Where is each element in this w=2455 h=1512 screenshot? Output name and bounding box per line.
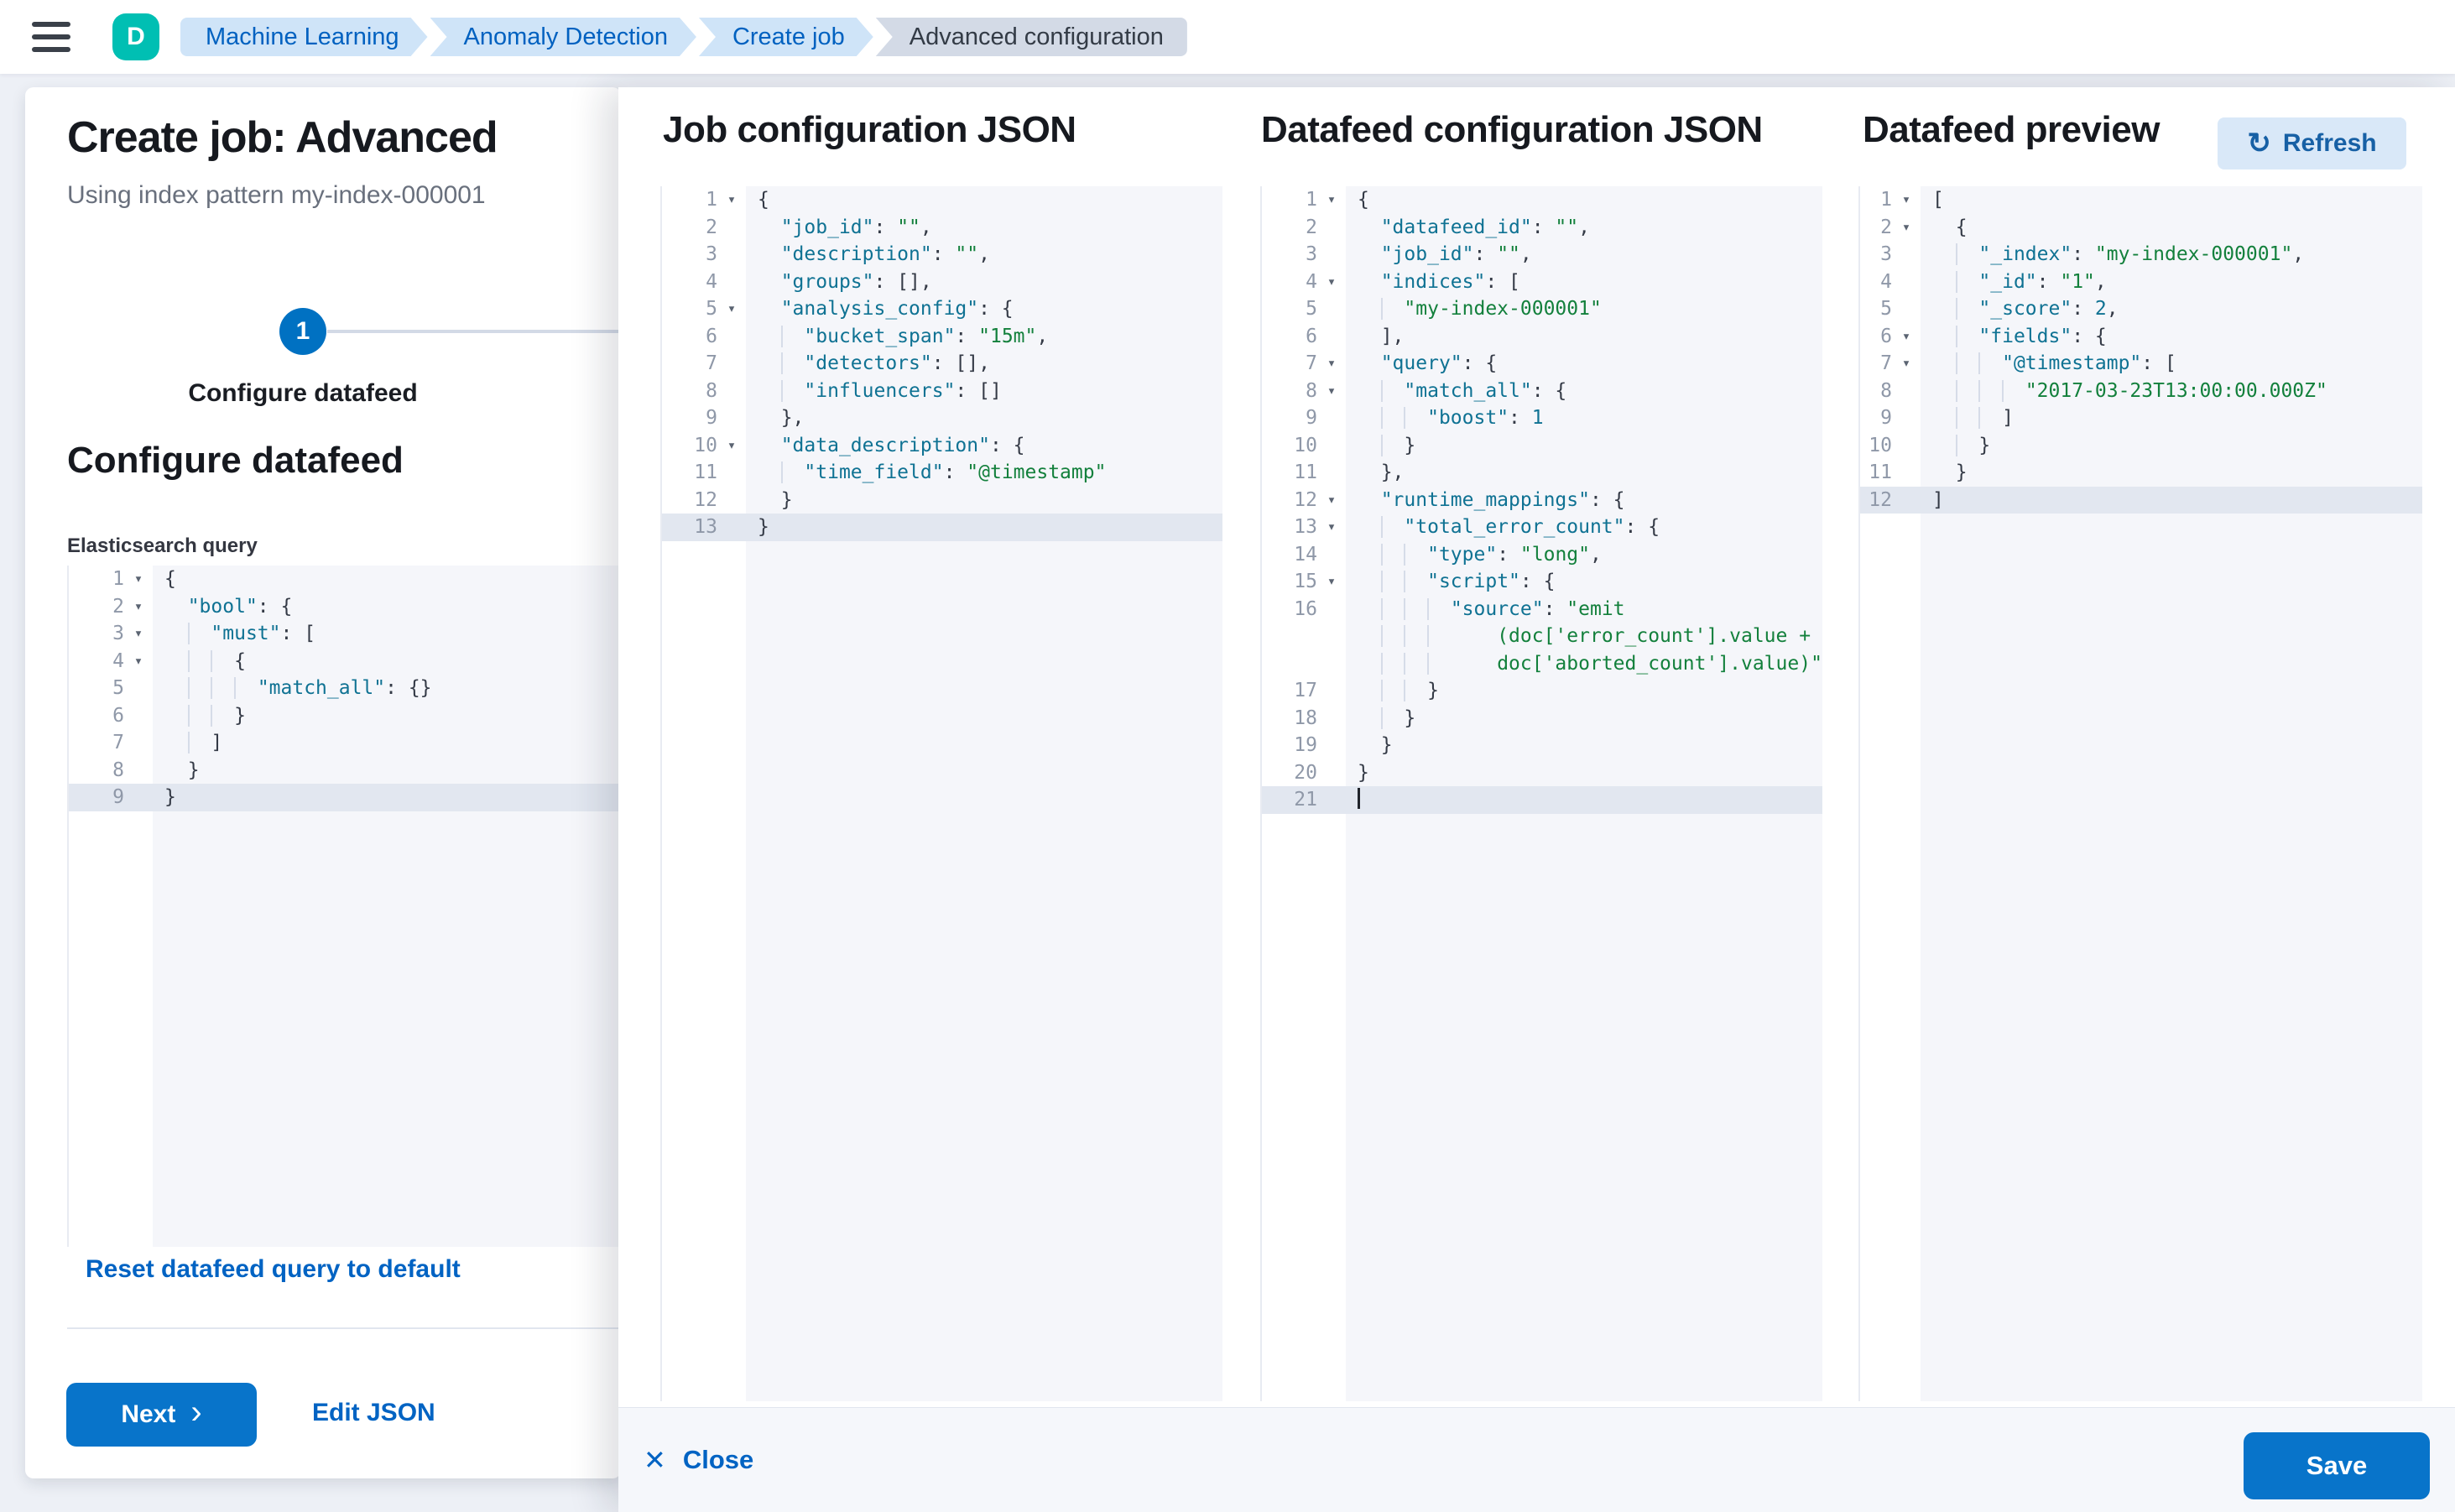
breadcrumb-item-anomaly-detection[interactable]: Anomaly Detection	[430, 18, 696, 56]
elasticsearch-query-label: Elasticsearch query	[67, 534, 258, 557]
code-line: 16 "source": "emit	[1294, 597, 1625, 620]
code-line: 13▾ "total_error_count": {	[1294, 516, 1660, 538]
chevron-right-icon: ›	[190, 1394, 202, 1431]
code-line: 2▾ {	[1880, 216, 1968, 238]
code-line: 8 "2017-03-23T13:00:00.000Z"	[1880, 379, 2327, 402]
datafeed-preview-title: Datafeed preview	[1863, 109, 2160, 150]
menu-icon[interactable]	[32, 22, 70, 52]
code-line: 8 "influencers": []	[706, 379, 1002, 402]
code-line: 11 "time_field": "@timestamp"	[694, 461, 1107, 483]
refresh-button[interactable]: ↻ Refresh	[2218, 117, 2406, 169]
close-icon: ✕	[644, 1445, 666, 1475]
code-line: 14 "type": "long",	[1294, 543, 1602, 566]
code-line: 9 },	[706, 407, 805, 429]
code-line: 10 }	[1294, 434, 1416, 456]
job-config-json-title: Job configuration JSON	[663, 109, 1076, 150]
code-line: doc['aborted_count'].value)"	[1262, 650, 1822, 678]
section-heading: Configure datafeed	[67, 440, 404, 481]
step-1-indicator[interactable]: 1	[279, 308, 326, 355]
code-line: 1▾{	[706, 189, 769, 211]
code-line: 8 }	[112, 759, 200, 781]
flyout-footer: ✕ Close Save	[618, 1407, 2455, 1512]
refresh-button-label: Refresh	[2282, 129, 2377, 157]
code-line: 1▾{	[1306, 189, 1369, 211]
code-line: 1▾[	[1880, 189, 1944, 211]
code-line: 1▾{	[112, 568, 176, 590]
job-config-json-editor[interactable]: 1▾{ 2 "job_id": "", 3 "description": "", 4 …	[660, 186, 1222, 1401]
create-job-panel: Create job: Advanced Using index pattern…	[25, 87, 621, 1478]
code-line: 4 "groups": [],	[706, 270, 932, 293]
code-line: 5 "_score": 2,	[1880, 298, 2119, 320]
code-line: 12]	[1860, 486, 2422, 514]
refresh-icon: ↻	[2247, 128, 2271, 159]
code-line: 15▾ "script": {	[1294, 571, 1556, 592]
divider	[67, 1327, 621, 1329]
code-line: 3 "job_id": "",	[1306, 243, 1532, 265]
code-line: 10▾ "data_description": {	[694, 434, 1025, 456]
next-button[interactable]: Next ›	[66, 1383, 257, 1447]
code-line: 7 ]	[112, 732, 223, 753]
code-line: 13}	[662, 514, 1222, 541]
code-line: 17 }	[1294, 680, 1439, 701]
code-line: 6▾ "fields": {	[1880, 325, 2107, 347]
reset-datafeed-query-link[interactable]: Reset datafeed query to default	[86, 1255, 461, 1283]
next-button-label: Next	[121, 1400, 176, 1428]
code-line: 9 "boost": 1	[1306, 407, 1544, 429]
code-line: 3 "_index": "my-index-000001",	[1880, 243, 2305, 265]
elasticsearch-query-editor[interactable]: 1▾{ 2▾ "bool": { 3▾ "must": [ 4▾ { 5 "match_…	[67, 566, 621, 1247]
code-line: 5 "my-index-000001"	[1306, 298, 1602, 320]
code-line: 20}	[1294, 761, 1369, 784]
datafeed-config-json-title: Datafeed configuration JSON	[1261, 109, 1763, 150]
code-line: 4 "_id": "1",	[1880, 270, 2107, 293]
code-line: 7▾ "query": {	[1306, 352, 1498, 374]
code-line: 21	[1262, 786, 1822, 814]
code-line: (doc['error_count'].value +	[1262, 623, 1822, 650]
page-subtitle: Using index pattern my-index-000001	[67, 181, 486, 209]
page-title: Create job: Advanced	[67, 113, 498, 162]
code-line: 11 },	[1294, 461, 1405, 483]
close-button-label: Close	[682, 1445, 754, 1474]
code-line: 18 }	[1294, 706, 1416, 729]
code-line: 7 "detectors": [],	[706, 352, 990, 374]
code-line: 10 }	[1869, 434, 1991, 456]
code-line: 4▾ {	[112, 649, 246, 672]
code-line: 11 }	[1869, 461, 1968, 483]
breadcrumb-item-advanced-configuration: Advanced configuration	[875, 18, 1187, 56]
code-line: 2 "datafeed_id": "",	[1306, 216, 1590, 238]
code-line: 3 "description": "",	[706, 243, 990, 265]
save-button[interactable]: Save	[2244, 1432, 2430, 1499]
avatar[interactable]: D	[112, 13, 159, 60]
code-line: 6 }	[112, 704, 246, 727]
step-1-label: Configure datafeed	[188, 379, 418, 407]
edit-json-button[interactable]: Edit JSON	[312, 1399, 435, 1426]
close-button[interactable]: ✕ Close	[644, 1444, 753, 1476]
code-line: 6 ],	[1306, 325, 1405, 347]
code-line: 8▾ "match_all": {	[1306, 379, 1567, 402]
datafeed-config-json-editor[interactable]: 1▾{ 2 "datafeed_id": "", 3 "job_id": "", 4▾…	[1260, 186, 1822, 1401]
code-line: 19 }	[1294, 734, 1393, 756]
code-line: 9 ]	[1880, 407, 2014, 429]
code-line: 2▾ "bool": {	[112, 595, 293, 618]
code-line: 2 "job_id": "",	[706, 216, 932, 238]
breadcrumb-item-machine-learning[interactable]: Machine Learning	[180, 18, 428, 56]
code-line: 4▾ "indices": [	[1306, 270, 1520, 293]
code-line: 5 "match_all": {}	[112, 677, 432, 699]
breadcrumb-item-create-job[interactable]: Create job	[699, 18, 873, 56]
code-line: 5▾ "analysis_config": {	[706, 298, 1014, 320]
code-line: 6 "bucket_span": "15m",	[706, 325, 1049, 347]
code-line: 7▾ "@timestamp": [	[1880, 352, 2176, 374]
code-line: 9}	[69, 784, 621, 811]
code-line: 12 }	[694, 488, 793, 511]
datafeed-preview-editor[interactable]: 1▾[ 2▾ { 3 "_index": "my-index-000001", 4 "…	[1858, 186, 2422, 1401]
code-line: 12▾ "runtime_mappings": {	[1294, 488, 1625, 511]
code-line: 3▾ "must": [	[112, 623, 316, 644]
step-progress-line	[327, 330, 621, 333]
edit-json-flyout: Job configuration JSON Datafeed configur…	[618, 87, 2455, 1512]
